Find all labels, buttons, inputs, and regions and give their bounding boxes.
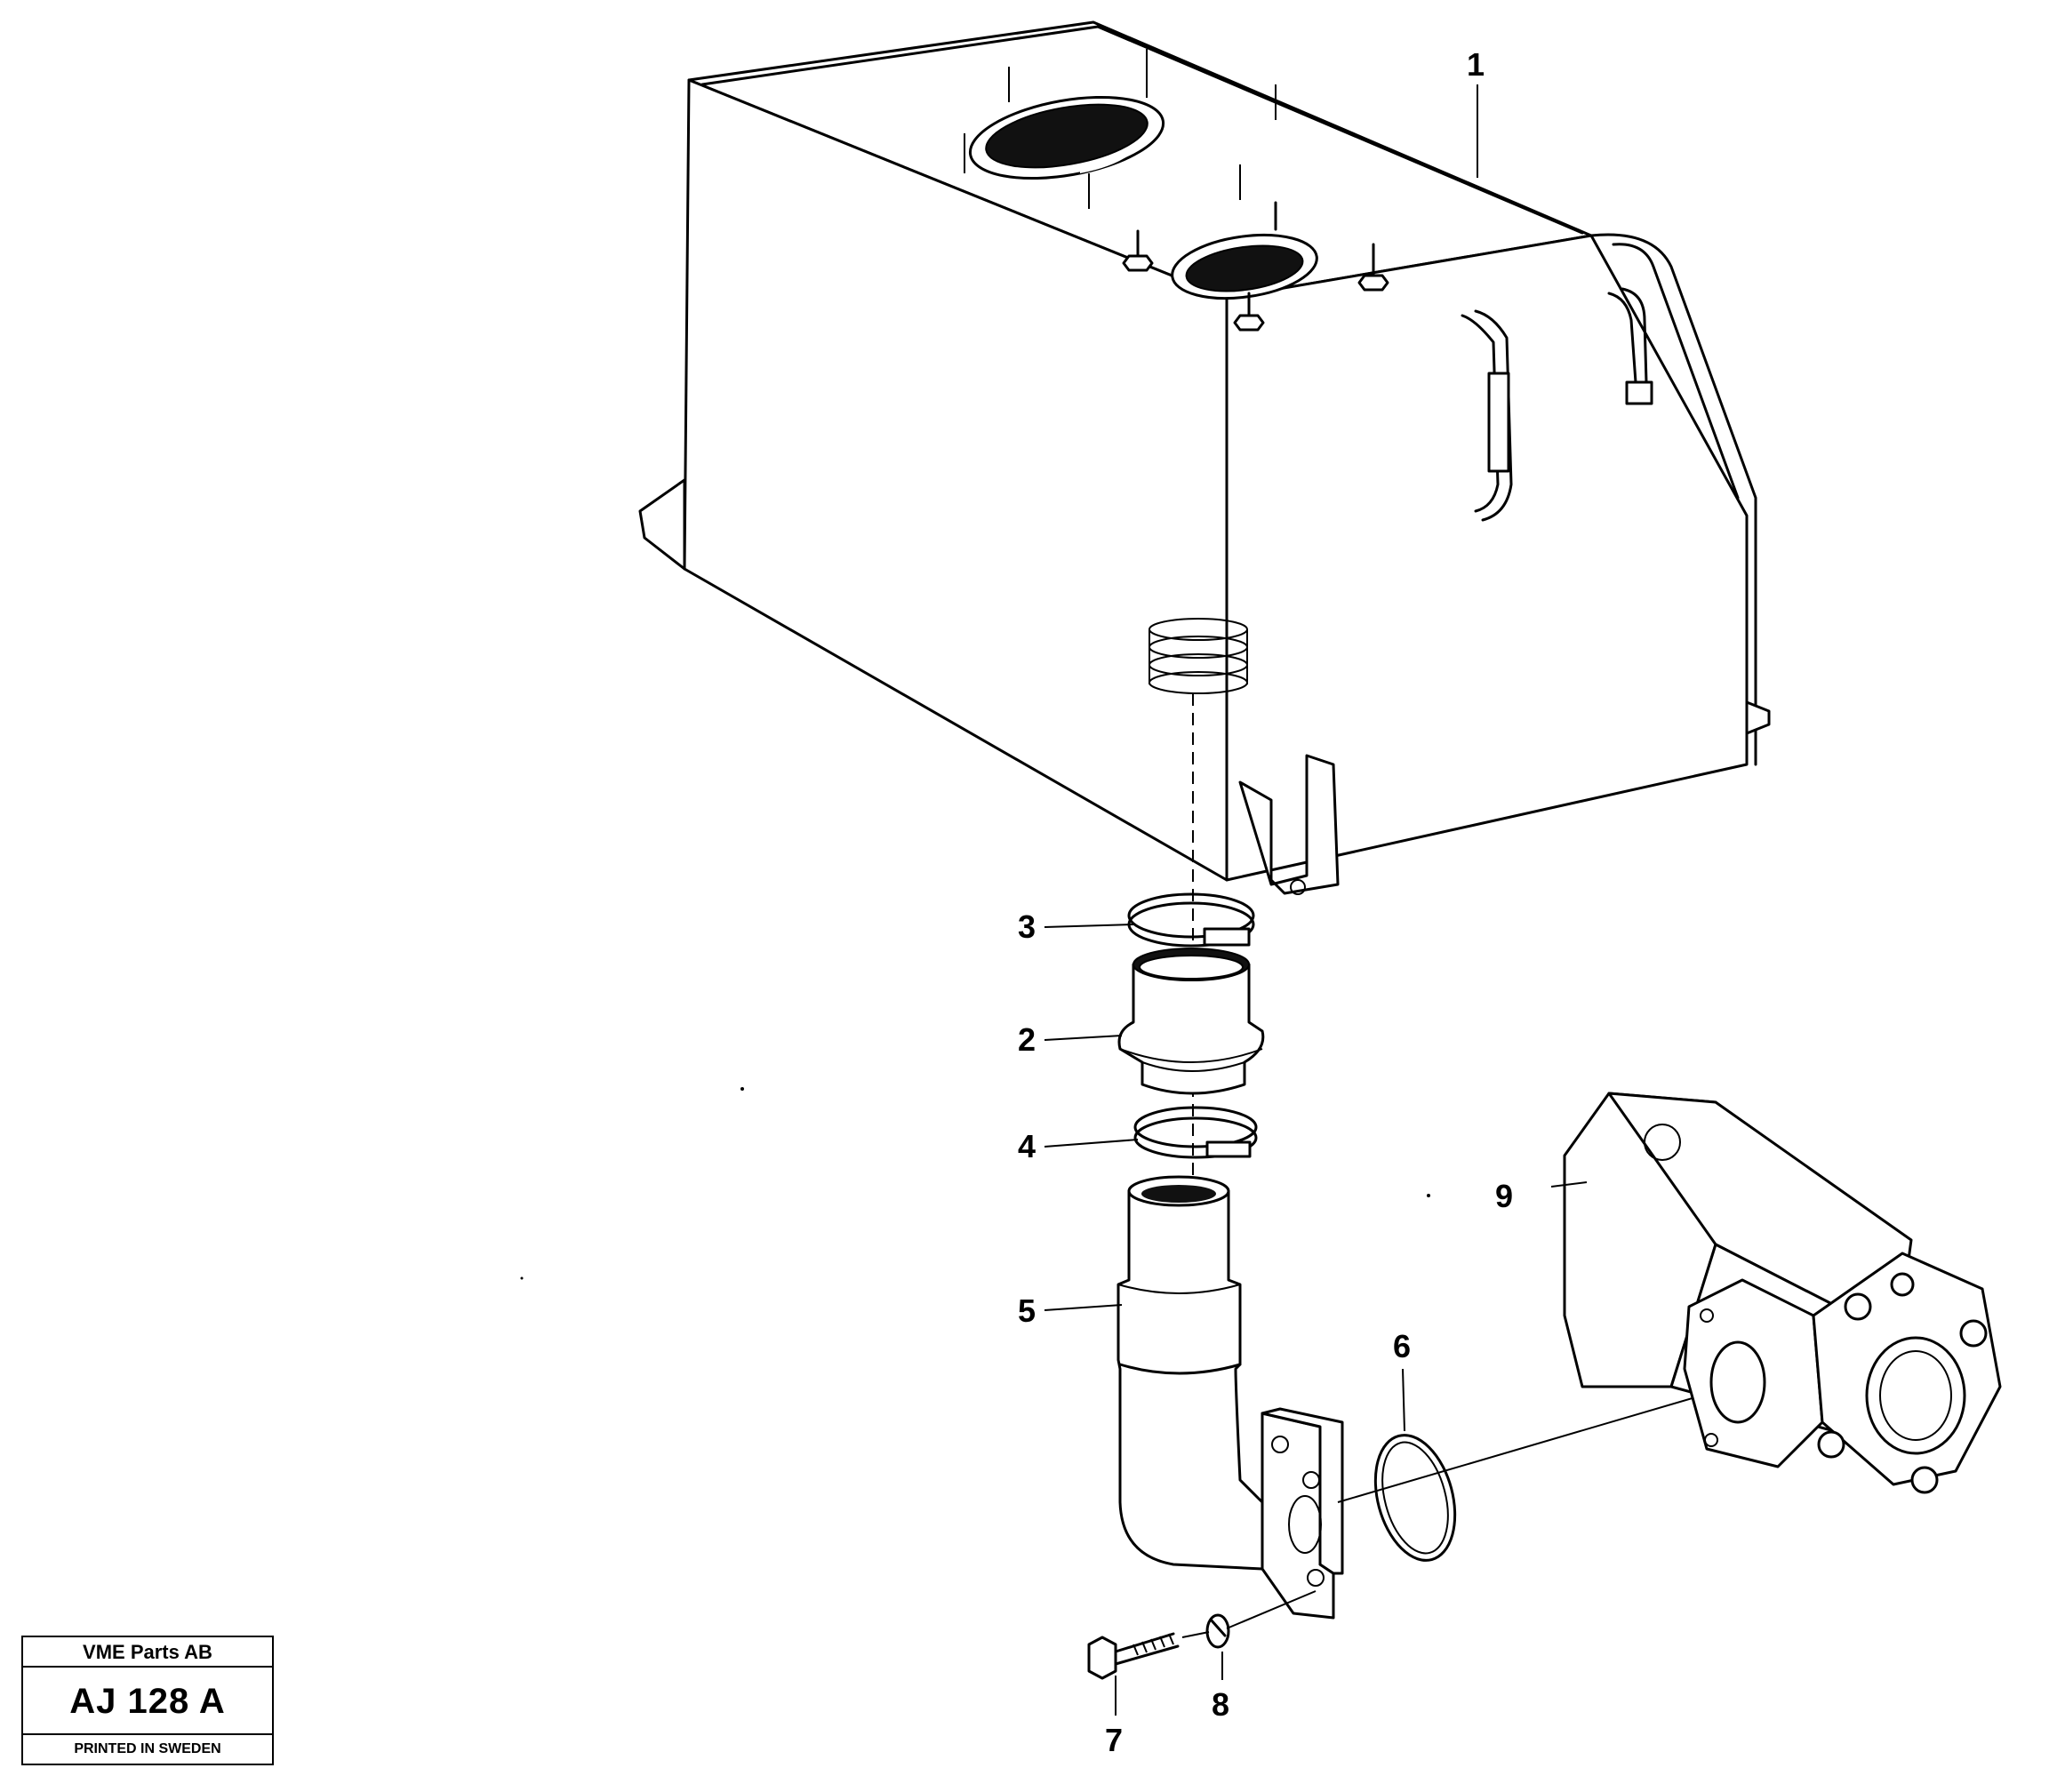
o-ring [1373, 1434, 1457, 1562]
callout-1: 1 [1467, 46, 1485, 83]
hose-clamp-upper [1127, 892, 1255, 948]
hose-connector [1117, 948, 1265, 1095]
hydraulic-pump [1563, 1092, 2002, 1494]
callout-4: 4 [1018, 1128, 1036, 1164]
callout-9: 9 [1495, 1178, 1513, 1214]
printed-note: PRINTED IN SWEDEN [74, 1741, 221, 1756]
hose-clamp-lower [1133, 1106, 1258, 1159]
bolt [1087, 1632, 1180, 1680]
callout-leaders [1044, 84, 1588, 1716]
title-block: VME Parts AB AJ 128 A PRINTED IN SWEDEN [21, 1636, 274, 1765]
callout-3: 3 [1018, 908, 1036, 945]
callout-2: 2 [1018, 1021, 1036, 1058]
lock-washer [1205, 1613, 1230, 1649]
callout-8: 8 [1212, 1686, 1229, 1723]
callout-5: 5 [1018, 1292, 1036, 1329]
callout-7: 7 [1105, 1722, 1123, 1758]
hydraulic-tank [638, 20, 1771, 1191]
callout-6: 6 [1393, 1328, 1411, 1364]
company-name: VME Parts AB [23, 1637, 272, 1668]
suction-pipe [1117, 1175, 1344, 1620]
drawing-code: AJ 128 A [23, 1668, 272, 1735]
